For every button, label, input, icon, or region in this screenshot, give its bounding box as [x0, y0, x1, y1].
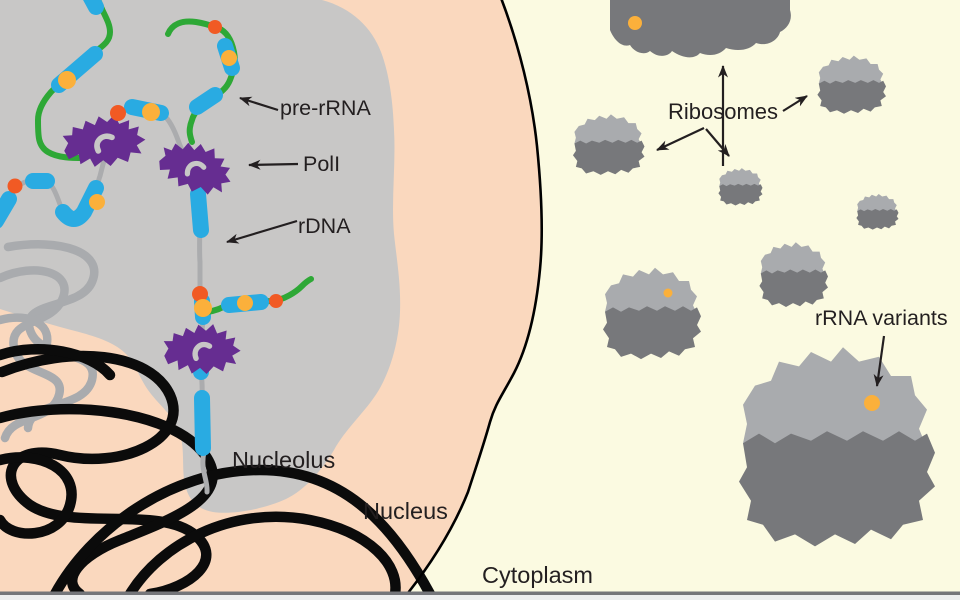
rrna-variant-dot	[628, 16, 642, 30]
nucleolus-label: Nucleolus	[232, 447, 335, 473]
cytoplasm-label: Cytoplasm	[482, 562, 593, 588]
nuclear-envelope	[406, 0, 543, 594]
figure-bottom-bar	[0, 591, 960, 595]
callout-arrows	[226, 65, 886, 387]
pre-rrna-label: pre-rRNA	[280, 96, 371, 120]
variant-dots-orange	[7, 20, 283, 308]
ribosome	[610, 0, 791, 58]
chromatin-black-tangle	[0, 344, 436, 600]
pol1-arrow	[248, 159, 299, 170]
ribosomes-arrow-right	[782, 95, 808, 112]
ribosomes-arrow-left	[656, 127, 705, 151]
variant-dots-yellow	[58, 50, 253, 317]
pre-rrna-arrow	[239, 96, 279, 112]
pol1-label: PolI	[303, 152, 340, 176]
ribosomes-group	[572, 0, 935, 547]
ribosomes-label: Ribosomes	[668, 99, 778, 124]
rrna-variants-label: rRNA variants	[815, 306, 948, 330]
rdna-label: rDNA	[298, 214, 351, 238]
ribosomes-arrow-down	[705, 128, 730, 157]
rdna-arrow	[226, 219, 298, 244]
rrna-variants-arrow	[873, 335, 886, 387]
figure-bottom-margin	[0, 595, 960, 600]
rrna-variant-dot	[864, 395, 880, 411]
nucleus-label: Nucleus	[363, 498, 448, 524]
rrna-variant-dot	[663, 288, 673, 298]
